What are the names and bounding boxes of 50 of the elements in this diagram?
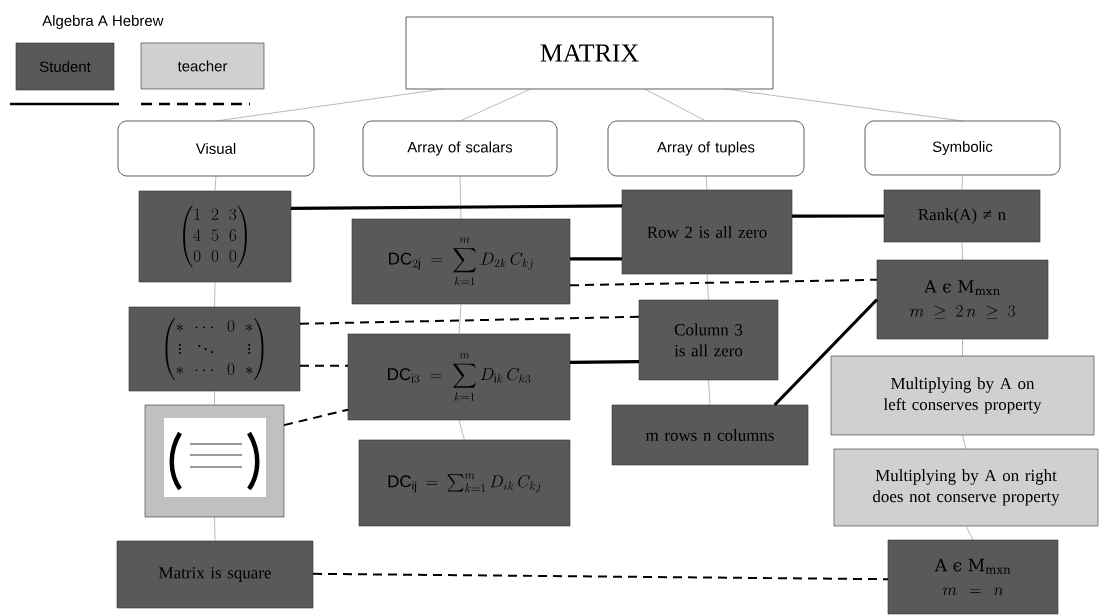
connector-line [961, 241, 963, 261]
dashed-line [299, 364, 349, 367]
link-line [291, 204, 622, 210]
connector-line [705, 175, 708, 191]
student-box: $\mathrm{DC}_{2\mathrm{j}} = \sum_{k=1}^{m} D_{2k}\, C_{kj}$ [351, 218, 571, 305]
student-box: $\begin{pmatrix}1&2&3\\4&5&6\\0&0&0\end{pmatrix}$ [138, 190, 292, 283]
student-box: A ϵ M$_{mxn}$ $m \geq 2\, n \geq 3$ [876, 259, 1049, 340]
connector-line [706, 273, 709, 301]
dashed-line [569, 278, 878, 287]
student-box: Matrix is square [116, 540, 314, 609]
title-box: MATRIX [405, 16, 774, 90]
connector-line [458, 303, 462, 335]
connector-line [459, 175, 462, 220]
connector-line [708, 379, 711, 406]
student-box: Row 2 is all zero [621, 189, 793, 275]
student-box: Rank(A) ≠ n [883, 189, 1041, 243]
dashed-line [299, 315, 640, 325]
category-box: Visual [117, 120, 315, 177]
connector-line [215, 88, 443, 122]
connector-line [214, 175, 217, 192]
connector-line [214, 390, 215, 406]
link-line [570, 360, 640, 364]
student-box: $\mathrm{DC}_{\mathrm{ij}} = \textstyle\sum_{k=1}^{m} D_{ik}\, C_{kj}$ [358, 439, 571, 527]
connector-line [961, 174, 963, 191]
legend-title: Algebra A Hebrew [42, 15, 164, 29]
matrix-picture-drawing [144, 404, 285, 518]
connector-line [214, 516, 216, 542]
category-box: Symbolic [864, 120, 1061, 176]
dashed-line [312, 572, 889, 581]
student-box: $\begin{pmatrix}* & \cdots & 0 & *\\ \vdots & \ddots & & \vdots\\ * & \cdots & 0 & *\end{pmatrix}$ [128, 306, 301, 392]
student-box: m rows n columns [611, 404, 809, 466]
category-box: Array of scalars [362, 120, 558, 177]
connector-line [725, 88, 963, 122]
student-box: Column 3 is all zero [638, 299, 779, 381]
connector-line [214, 281, 216, 308]
connector-line [962, 434, 967, 450]
connector-line [962, 338, 963, 357]
dashed-line [283, 408, 349, 427]
connector-line [459, 88, 532, 122]
teacher-box: Multiplying by A on left conserves property [830, 355, 1095, 436]
link-line [773, 298, 879, 407]
teacher-box: Multiplying by A on right does not conserve property [833, 448, 1099, 527]
link-line [792, 214, 884, 218]
connector-line [644, 88, 707, 122]
connector-line [458, 419, 465, 441]
student-box: A ϵ M$_{mxn}$ $m = n$ [887, 539, 1059, 615]
category-box: Array of tuples [607, 120, 805, 177]
student-box: $\mathrm{DC}_{\mathrm{i}3} = \sum_{k=1}^{m} D_{\mathrm{i}k}\, C_{k3}$ [347, 333, 571, 421]
link-line [570, 257, 622, 261]
connector-line [965, 525, 974, 541]
